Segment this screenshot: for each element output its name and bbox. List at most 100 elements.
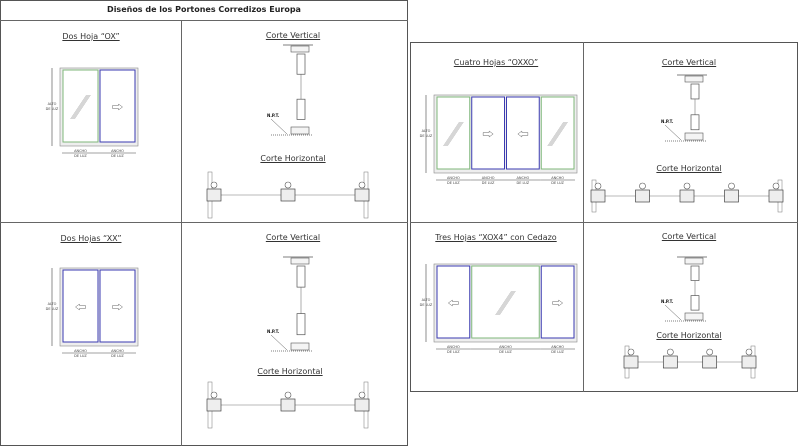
profile-section — [280, 398, 296, 412]
handle-icon — [706, 348, 713, 356]
divider — [0, 20, 408, 21]
handle-icon — [284, 181, 292, 189]
horizontal-section-label: Corte Horizontal — [656, 164, 722, 173]
horizontal-section-label: Corte Horizontal — [260, 154, 326, 163]
glass-icon — [447, 121, 464, 147]
glass-icon — [496, 290, 513, 316]
leader-line — [664, 124, 682, 141]
document-title: Diseños de los Portones Corredizos Europ… — [107, 5, 301, 14]
handle-icon — [594, 182, 602, 190]
profile-section — [354, 188, 370, 202]
alto-label: ALTO — [48, 102, 57, 106]
sash-profile — [690, 265, 700, 281]
npt-label: N.P.T. — [661, 119, 674, 124]
profile-section — [354, 398, 370, 412]
sill-profile — [290, 342, 310, 351]
glass-icon — [497, 290, 514, 316]
window-pane — [471, 96, 505, 170]
arrow-left-icon — [112, 103, 123, 111]
handle-icon — [745, 348, 753, 356]
profile-section — [280, 188, 296, 202]
window-pane — [506, 96, 540, 170]
alto-label: ALTO — [422, 298, 431, 302]
window-pane — [99, 69, 136, 143]
glass-icon — [550, 121, 567, 147]
head-profile — [684, 257, 704, 265]
glass-icon — [72, 94, 89, 120]
ancho-label: ANCHO — [551, 176, 564, 180]
alto-label: DE LUZ — [46, 107, 59, 111]
ancho-label: DE LUZ — [74, 354, 87, 358]
profile-section — [741, 355, 757, 369]
vertical-section-drawing: N.P.T. — [267, 256, 313, 352]
ancho-label: ANCHO — [111, 149, 124, 153]
glass-icon — [495, 290, 512, 316]
divider — [0, 222, 408, 223]
sill-profile — [684, 312, 704, 321]
ancho-label: ANCHO — [482, 176, 495, 180]
arrow-right-icon — [75, 303, 86, 311]
npt-label: N.P.T. — [661, 299, 674, 304]
ancho-label: DE LUZ — [447, 350, 460, 354]
glass-icon — [548, 121, 565, 147]
head-profile — [290, 257, 310, 265]
handle-icon — [667, 348, 674, 356]
window-pane — [62, 69, 99, 143]
ancho-label: ANCHO — [447, 345, 460, 349]
design-title: Dos Hoja “OX” — [62, 32, 120, 41]
ancho-label: ANCHO — [551, 345, 564, 349]
vertical-section-label: Corte Vertical — [265, 31, 321, 40]
sash-profile — [690, 83, 700, 100]
glass-icon — [498, 290, 515, 316]
vertical-section-drawing: N.P.T. — [267, 44, 313, 136]
ancho-label: DE LUZ — [111, 354, 124, 358]
sash-profile — [690, 295, 700, 311]
sash-profile — [296, 313, 306, 336]
window-pane — [99, 269, 136, 343]
horizontal-section-drawing — [590, 179, 784, 213]
horizontal-section-label: Corte Horizontal — [257, 367, 323, 376]
alto-label: DE LUZ — [46, 307, 59, 311]
head-profile — [684, 75, 704, 83]
arrow-left-icon — [552, 299, 564, 307]
window-pane — [62, 269, 99, 343]
ancho-label: DE LUZ — [499, 350, 512, 354]
horizontal-section-label: Corte Horizontal — [656, 331, 722, 340]
handle-icon — [358, 391, 366, 399]
horizontal-section-drawing — [206, 171, 370, 219]
ancho-label: ANCHO — [111, 349, 124, 353]
glass-icon — [74, 94, 91, 120]
glass-icon — [73, 94, 90, 120]
glass-icon — [446, 121, 463, 147]
handle-icon — [772, 182, 780, 190]
profile-section — [768, 189, 784, 203]
divider — [181, 20, 182, 446]
leader-line — [270, 334, 288, 351]
handle-icon — [358, 181, 366, 189]
horizontal-section-drawing — [206, 381, 370, 429]
ancho-label: DE LUZ — [447, 181, 460, 185]
alto-label: DE LUZ — [420, 303, 433, 307]
vertical-section-label: Corte Vertical — [661, 58, 717, 67]
window-pane — [436, 96, 471, 170]
ancho-label: DE LUZ — [111, 154, 124, 158]
sash-profile — [296, 98, 306, 120]
window-pane — [540, 96, 575, 170]
ancho-label: ANCHO — [74, 349, 87, 353]
alto-label: ALTO — [422, 129, 431, 133]
ancho-label: DE LUZ — [482, 181, 495, 185]
glass-icon — [499, 290, 516, 316]
ancho-label: ANCHO — [74, 149, 87, 153]
window-pane — [540, 265, 575, 339]
divider — [583, 42, 584, 392]
design-title: Tres Hojas “XOX4” con Cedazo — [435, 233, 557, 242]
arrow-left-icon — [482, 130, 494, 138]
right-table — [410, 42, 798, 392]
glass-icon — [551, 121, 568, 147]
handle-icon — [728, 182, 735, 190]
sash-profile — [296, 53, 306, 75]
